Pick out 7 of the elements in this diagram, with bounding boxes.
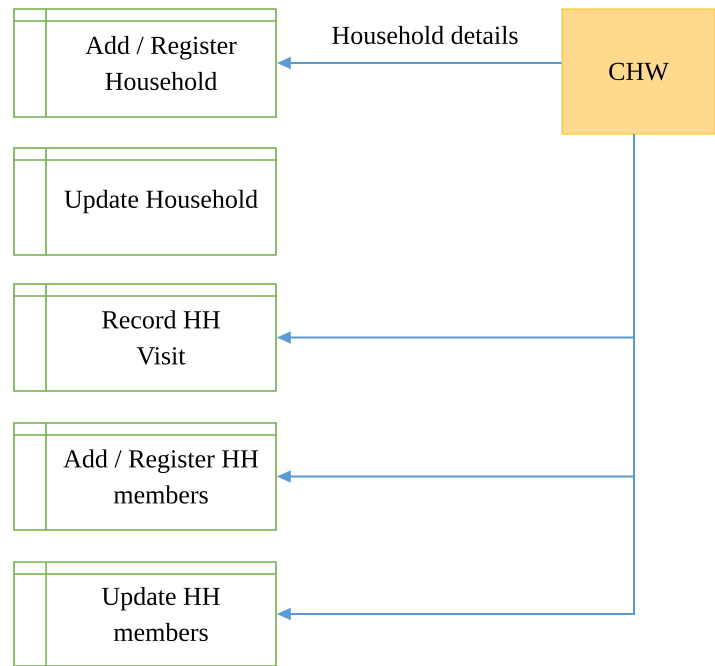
screen-box: Update Household (13, 147, 277, 256)
screen-box: Add / Register HH members (13, 422, 277, 531)
screen-box: Record HH Visit (13, 283, 277, 392)
screen-box: Add / Register Household (13, 8, 277, 118)
actor-box: CHW (562, 8, 715, 134)
screen-box: Update HH members (13, 561, 277, 666)
edge-label: Household details (330, 24, 520, 46)
